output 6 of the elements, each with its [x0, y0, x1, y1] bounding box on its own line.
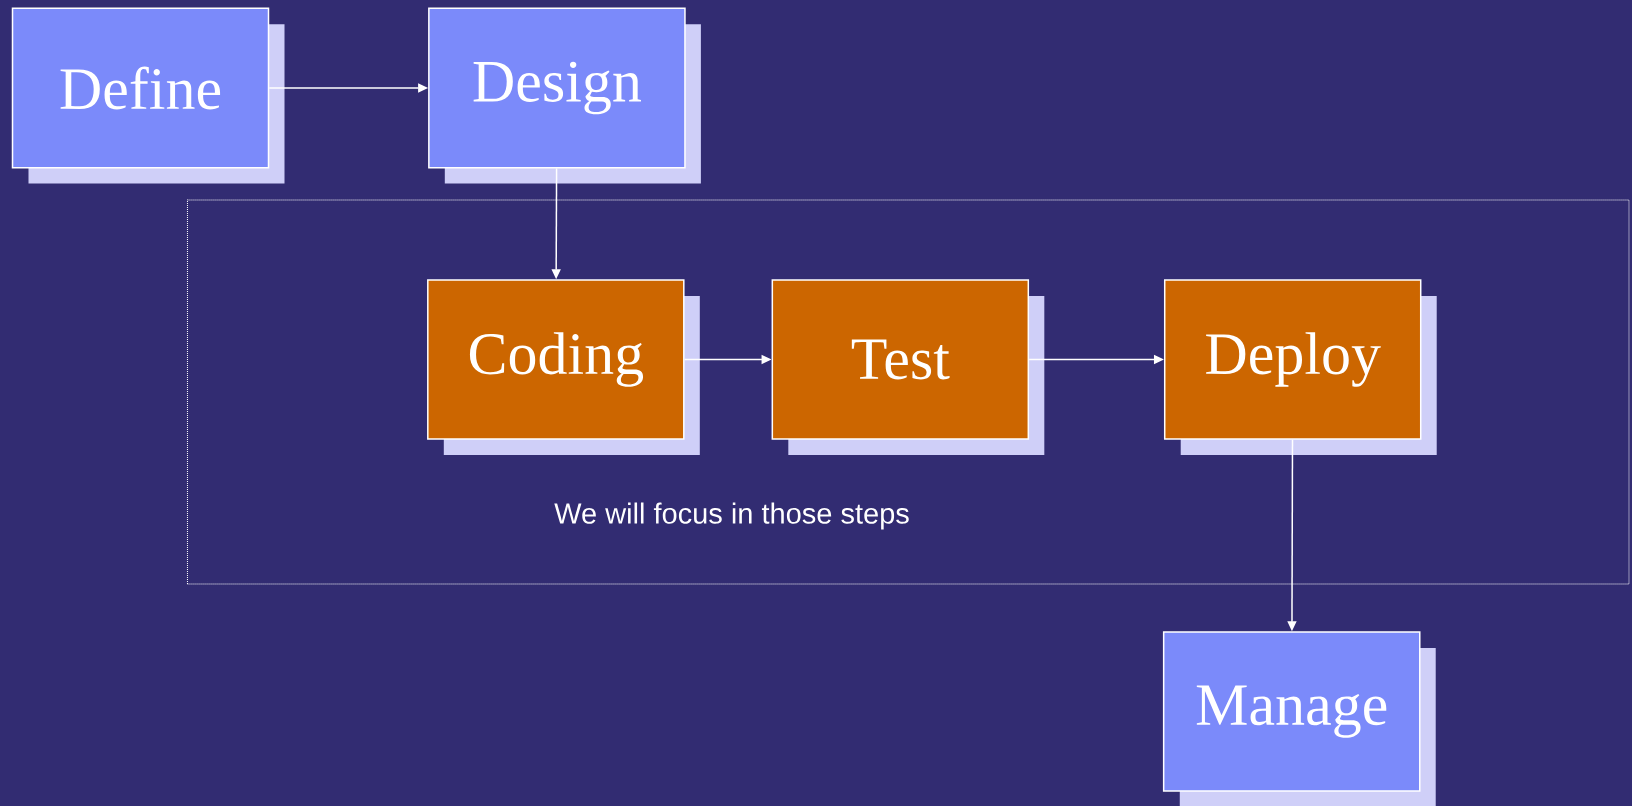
process-box: Test [771, 279, 1045, 455]
process-box: Coding [427, 279, 700, 455]
process-box: Manage [1162, 631, 1436, 806]
process-box: Define [11, 7, 285, 184]
process-box: Design [428, 7, 701, 184]
process-box: Deploy [1163, 279, 1437, 455]
